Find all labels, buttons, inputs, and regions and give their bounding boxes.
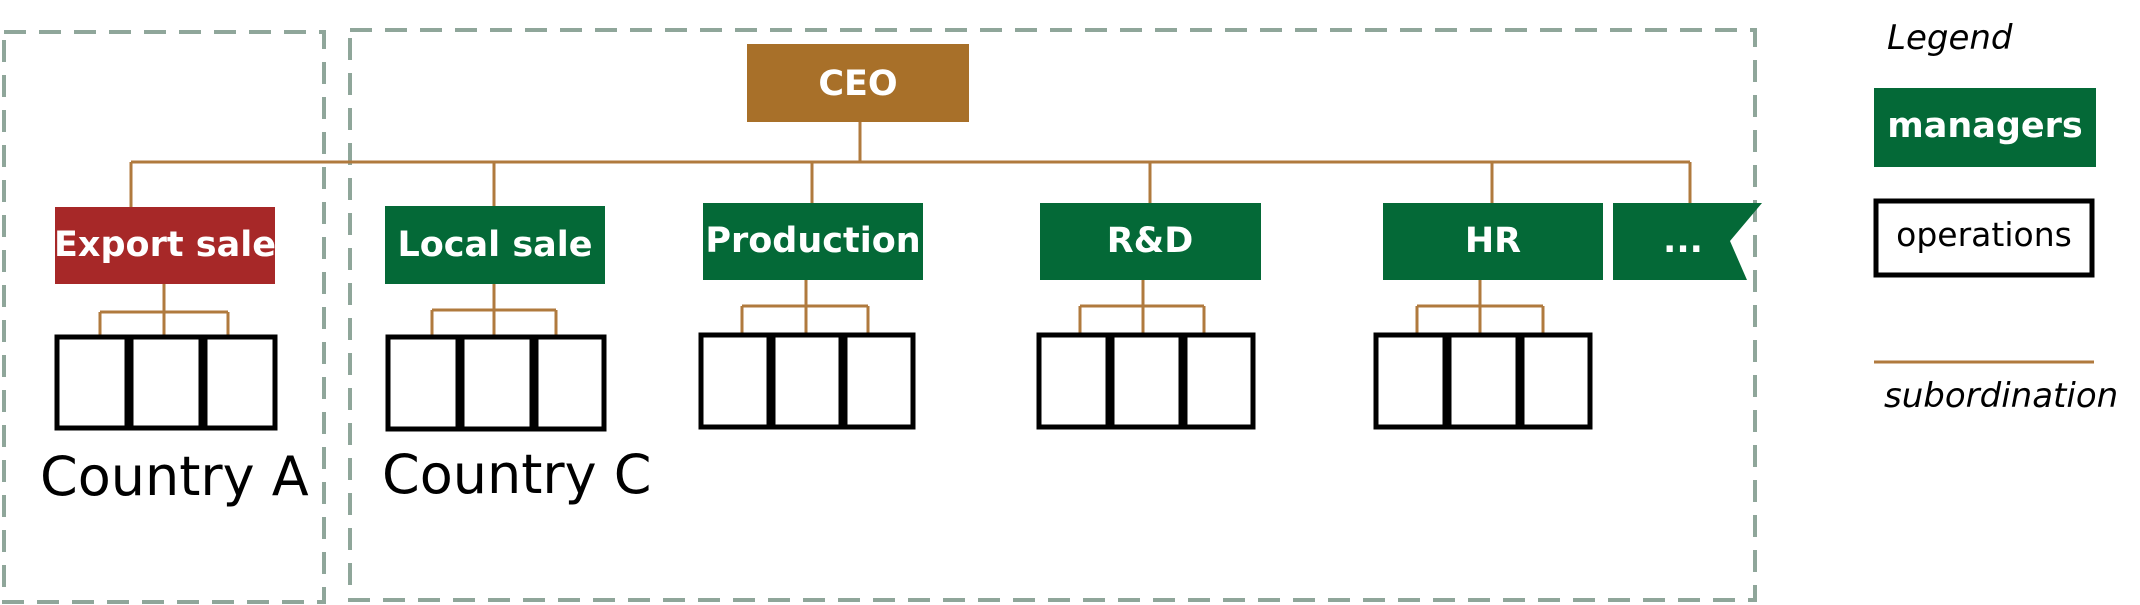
unit-box-r-and-d-fill	[1040, 203, 1261, 280]
subordination-lines	[98, 122, 1692, 337]
unit-box-local-sale-fill	[385, 206, 605, 284]
unit-box-hr: HR	[1383, 203, 1603, 280]
unit-label-r-and-d: R&D	[1107, 221, 1194, 261]
operations-group-production	[698, 332, 916, 430]
operation-box	[459, 334, 535, 432]
unit-label-export-sale: Export sale	[54, 225, 276, 265]
legend-operations-swatch	[1873, 198, 2095, 278]
unit-label-local-sale: Local sale	[397, 225, 592, 265]
unit-box-r-and-d: R&D	[1040, 203, 1261, 280]
ceo-box: CEO	[747, 44, 969, 122]
legend: Legend managers operations subordination	[1873, 18, 2118, 416]
unit-box-hr-fill	[1383, 203, 1603, 280]
operation-box	[698, 332, 772, 430]
unit-box-production-fill	[703, 203, 923, 280]
unit-box-more-flag	[1613, 203, 1762, 280]
region-border-country-a	[2, 30, 326, 604]
operation-box	[202, 334, 278, 431]
operation-box	[54, 334, 130, 431]
ceo-label: CEO	[818, 64, 897, 104]
operation-box	[842, 332, 916, 430]
operation-box	[533, 334, 607, 432]
operations-group-r-and-d	[1036, 332, 1256, 430]
unit-label-hr: HR	[1465, 221, 1521, 261]
region-label-country-a: Country A	[40, 445, 309, 508]
legend-managers-swatch	[1874, 88, 2096, 167]
operations-group-hr	[1373, 332, 1593, 430]
operation-box	[770, 332, 844, 430]
operation-box	[1109, 332, 1184, 430]
legend-title: Legend	[1887, 18, 2013, 58]
operations-group-export-sale	[54, 334, 278, 431]
unit-box-production: Production	[703, 203, 923, 280]
operation-box	[1182, 332, 1256, 430]
legend-subordination-label: subordination	[1884, 376, 2118, 416]
legend-managers-label: managers	[1887, 106, 2083, 146]
operation-box	[1446, 332, 1521, 430]
operation-box	[385, 334, 461, 432]
ceo-box-fill	[747, 44, 969, 122]
unit-box-export-sale-fill	[55, 207, 275, 284]
region-label-country-c: Country C	[382, 443, 651, 506]
unit-box-more: ...	[1613, 203, 1762, 280]
unit-label-production: Production	[705, 221, 920, 261]
unit-box-local-sale: Local sale	[385, 206, 605, 284]
unit-label-more: ...	[1663, 221, 1703, 261]
unit-box-export-sale: Export sale	[54, 207, 276, 284]
operation-box	[1519, 332, 1593, 430]
legend-operations-label: operations	[1896, 215, 2072, 254]
region-border-country-c	[348, 28, 1757, 602]
operations-group-local-sale	[385, 334, 607, 432]
operation-box	[128, 334, 204, 431]
operation-box	[1373, 332, 1448, 430]
operation-box	[1036, 332, 1111, 430]
